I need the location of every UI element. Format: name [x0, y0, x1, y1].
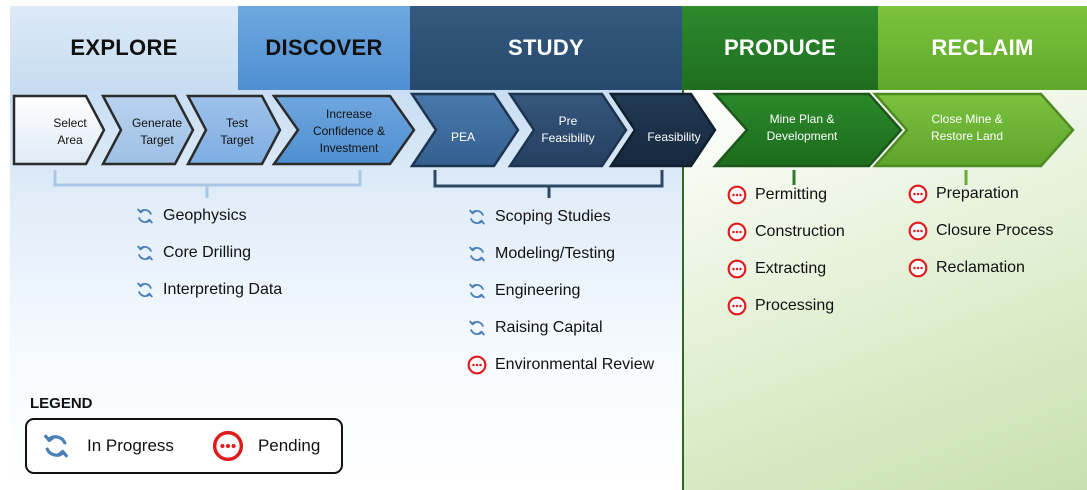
pending-icon — [908, 258, 928, 278]
pending-icon — [908, 184, 928, 204]
task-item: Scoping Studies — [467, 198, 654, 235]
pending-icon — [908, 221, 928, 241]
legend-pending: Pending — [212, 430, 320, 462]
phase-discover-label: DISCOVER — [265, 35, 383, 60]
in-progress-icon — [41, 431, 71, 461]
phase-discover-header: DISCOVER — [238, 6, 410, 90]
study-bracket — [433, 170, 664, 198]
task-item: Raising Capital — [467, 309, 654, 346]
pending-icon — [467, 355, 487, 375]
chevron-step-8 — [712, 92, 903, 168]
phase-study-label: STUDY — [507, 35, 585, 60]
in-progress-icon — [467, 318, 487, 338]
task-item: Construction — [727, 213, 845, 250]
in-progress-icon — [467, 244, 487, 264]
task-label: Processing — [755, 296, 835, 314]
chevron-step-9 — [872, 92, 1075, 168]
phase-explore-header: EXPLORE — [10, 6, 238, 90]
legend-title: LEGEND — [30, 395, 93, 412]
chevron-group — [12, 92, 1075, 168]
task-label: Construction — [755, 222, 845, 240]
task-label: Core Drilling — [163, 243, 252, 261]
legend-in-progress: In Progress — [41, 431, 174, 461]
pending-icon — [727, 259, 747, 279]
in-progress-icon — [135, 243, 155, 263]
chevron-step-7 — [608, 92, 717, 168]
task-item: Closure Process — [908, 212, 1053, 249]
task-item: Permitting — [727, 176, 845, 213]
phase-produce-header: PRODUCE — [682, 6, 878, 90]
phase-produce-label: PRODUCE — [723, 35, 837, 60]
pending-icon — [727, 296, 747, 316]
task-label: Preparation — [936, 184, 1019, 202]
task-label: Environmental Review — [495, 355, 655, 373]
explore-bracket — [53, 170, 362, 198]
in-progress-icon — [467, 281, 487, 301]
task-item: Core Drilling — [135, 234, 282, 271]
task-item: Extracting — [727, 250, 845, 287]
task-item: Interpreting Data — [135, 271, 282, 308]
in-progress-icon — [135, 206, 155, 226]
task-label: Permitting — [755, 185, 828, 203]
chevron-step-5 — [409, 92, 520, 168]
chevron-step-3 — [185, 94, 282, 166]
chevron-step-2 — [100, 94, 195, 166]
task-item: Preparation — [908, 175, 1053, 212]
chevron-step-6 — [507, 92, 628, 168]
task-label: Scoping Studies — [495, 207, 611, 225]
phase-reclaim-header: RECLAIM — [878, 6, 1087, 90]
task-label: Modeling/Testing — [495, 244, 616, 262]
task-item: Environmental Review — [467, 346, 654, 383]
task-item: Geophysics — [135, 197, 282, 234]
task-label: Extracting — [755, 259, 827, 277]
process-chevron-row — [12, 92, 1075, 198]
pending-icon — [727, 185, 747, 205]
pending-icon — [727, 222, 747, 242]
task-item: Engineering — [467, 272, 654, 309]
legend-in-progress-label: In Progress — [87, 436, 174, 455]
chevron-step-1 — [12, 94, 106, 166]
phase-study-header: STUDY — [410, 6, 682, 90]
in-progress-icon — [467, 207, 487, 227]
task-label: Interpreting Data — [163, 280, 283, 298]
task-item: Reclamation — [908, 249, 1053, 286]
task-label: Engineering — [495, 281, 581, 299]
task-label: Reclamation — [936, 258, 1025, 276]
task-item: Processing — [727, 287, 845, 324]
chevron-step-4 — [271, 94, 416, 166]
phase-explore-label: EXPLORE — [70, 35, 178, 60]
phase-reclaim-label: RECLAIM — [931, 35, 1034, 60]
task-item: Modeling/Testing — [467, 235, 654, 272]
in-progress-icon — [135, 280, 155, 300]
task-label: Geophysics — [163, 206, 247, 224]
pending-icon — [212, 430, 244, 462]
task-label: Raising Capital — [495, 318, 603, 336]
legend-box: In Progress Pending — [25, 418, 343, 474]
legend-pending-label: Pending — [257, 436, 321, 455]
task-label: Closure Process — [936, 221, 1054, 239]
